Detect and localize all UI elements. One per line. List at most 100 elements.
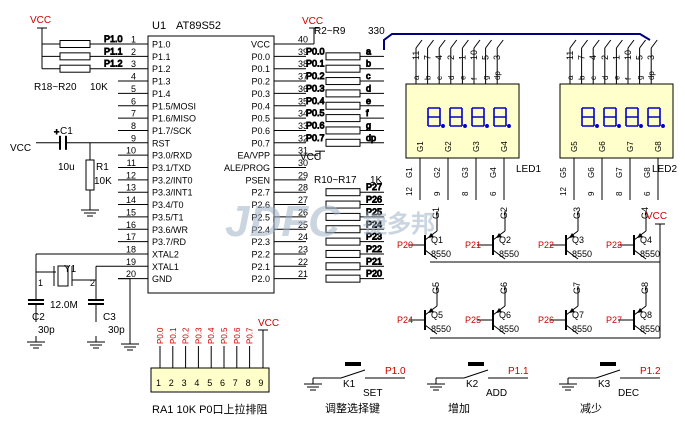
mcu-left-pin-name: P1.3 [152, 77, 171, 87]
button-ground [559, 378, 577, 391]
y1-pin2: 2 [90, 278, 95, 288]
mcu-right-pin-number: 39 [298, 47, 308, 57]
led2-bus-entry [592, 39, 600, 49]
mcu-left-pin-number: 3 [131, 59, 136, 69]
led2-bottom-digit: G7 [626, 141, 635, 152]
c1-polarity: + [54, 127, 59, 137]
led1-bottom-digit: G2 [444, 141, 453, 152]
transistor-gate: G6 [499, 282, 509, 294]
r10-r17-resistor [325, 200, 361, 209]
c1-label: C1 [60, 126, 73, 137]
ra1-net-label: P0.6 [233, 327, 242, 344]
mcu-right-pin-number: 26 [298, 207, 308, 217]
vcc-symbol-pin40 [309, 27, 319, 36]
led2-bottom-gate: G8 [643, 167, 652, 178]
led2-bottom-pin-number: 12 [559, 187, 568, 196]
mcu-right-pin-name: P0.4 [251, 101, 270, 111]
digit-dp [441, 124, 445, 128]
mcu-right-pin-number: 25 [298, 220, 308, 230]
r18-r20-value: 10K [90, 82, 108, 93]
mcu-right-pin-name: P2.7 [251, 188, 270, 198]
button-description: 调整选择键 [325, 401, 380, 415]
led2-top-pin-number: 10 [623, 50, 633, 60]
led1-top-pin-segment: a [412, 75, 421, 80]
digit-dp [617, 124, 621, 128]
transistor-ref: Q8 [640, 310, 652, 320]
mcu-right-pin-number: 38 [298, 59, 308, 69]
led1-top-pin-segment: d [447, 76, 456, 80]
p1-net-label: P1.2 [104, 59, 123, 69]
mcu-right-pin-number: 40 [298, 35, 308, 45]
led2-bottom-pin-number: 9 [587, 191, 596, 196]
seven-segment-digit [647, 107, 665, 128]
ra1-pin-number: 7 [233, 378, 238, 388]
mcu-right-pin-name: PSEN [245, 175, 270, 185]
transistor-base-net: P22 [538, 240, 554, 250]
led1-label: LED1 [516, 164, 541, 175]
led1-bus-entry [438, 39, 446, 49]
transistor-part: 8550 [431, 249, 451, 259]
ra1-pin-number: 3 [182, 378, 187, 388]
r2-r9-label: R2~R9 [314, 26, 346, 37]
digit-segments [581, 107, 595, 127]
transistor-part: 8550 [640, 249, 660, 259]
seg-line-label: g [366, 120, 371, 130]
transistor-base-net: P24 [397, 315, 413, 325]
mcu-ground [121, 338, 139, 351]
r10-r17-resistor [325, 225, 361, 234]
transistor-part: 8550 [499, 324, 519, 334]
ra1-pin-number: 1 [156, 378, 161, 388]
transistor-gate: G1 [431, 207, 441, 219]
mcu-left-pin-number: 15 [126, 207, 136, 217]
button-contact [340, 369, 366, 379]
button-description: 增加 [448, 401, 470, 415]
p0-net-label: P0.4 [306, 96, 325, 106]
watermark-cn: 捷多邦 [363, 211, 435, 238]
led1-bottom-pin-number: 9 [433, 191, 442, 196]
seg-line-label: e [366, 96, 371, 106]
mcu-left-pin-number: 13 [126, 183, 136, 193]
mcu-right-pin-number: 32 [298, 133, 308, 143]
transistor-collector [565, 324, 579, 335]
mcu-left-pin-name: P3.1/TXD [152, 163, 192, 173]
led2-top-pin-segment: b [578, 75, 587, 80]
seg-line-label: b [366, 59, 371, 69]
digit-dp [507, 124, 511, 128]
r10-r17-resistor [325, 188, 361, 197]
ra1-body [150, 367, 270, 393]
mcu-right-pin-name: P2.0 [251, 274, 270, 284]
button-contact [595, 369, 621, 379]
transistor-base-net: P21 [465, 240, 481, 250]
ra1-pin-number: 5 [207, 378, 212, 388]
led2-top-pin-segment: f [624, 77, 633, 80]
led1-bottom-pin-number: 6 [489, 191, 498, 196]
led2-top-pin-number: 11 [565, 51, 575, 60]
ra1-net-label: P0.4 [207, 327, 216, 344]
transistor-collector [424, 249, 438, 260]
led2-bottom-gate: G5 [559, 167, 568, 178]
button-net: P1.0 [385, 366, 406, 377]
seven-segment-digit [581, 107, 599, 128]
mcu-left-pin-name: P3.5/T1 [152, 212, 184, 222]
led2-top-pin-segment: c [589, 76, 598, 80]
mcu-right-pin-number: 35 [298, 96, 308, 106]
r1-label: R1 [96, 162, 109, 173]
mcu-left-pin-name: P1.4 [152, 89, 171, 99]
led1-bottom-gate: G2 [433, 167, 442, 178]
digit-segments [603, 107, 617, 127]
led1-bottom-pin-number: 12 [405, 187, 414, 196]
seg-line-label: f [366, 108, 369, 118]
led1-top-pin-number: 7 [423, 55, 433, 60]
led1-bottom-digit: G4 [500, 141, 509, 152]
transistor-arrow [637, 308, 643, 313]
ra1-net-label: P0.2 [182, 327, 191, 344]
led1-top-pin-number: 1 [457, 55, 467, 60]
mcu-left-pin-number: 5 [131, 84, 136, 94]
mcu-left-pin-number: 4 [131, 72, 136, 82]
